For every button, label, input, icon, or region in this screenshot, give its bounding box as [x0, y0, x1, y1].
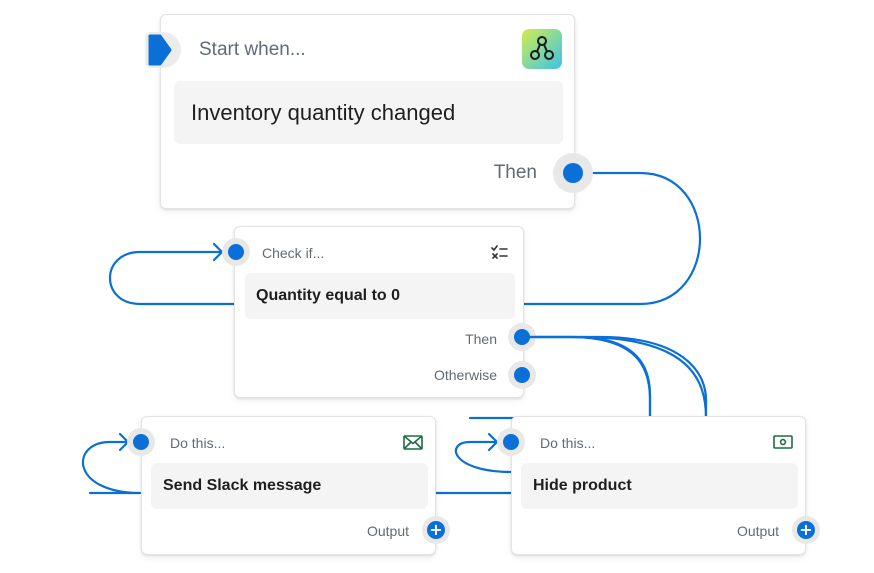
- hide-action-card[interactable]: Do this... Hide product Output: [511, 416, 806, 555]
- trigger-then-port[interactable]: [563, 163, 583, 183]
- hide-input-port[interactable]: [503, 434, 519, 450]
- hide-output-label: Output: [736, 523, 779, 539]
- checklist-icon[interactable]: [491, 244, 509, 260]
- slack-action-card[interactable]: Do this... Send Slack message Output: [141, 416, 436, 555]
- trigger-then-label: Then: [493, 162, 537, 183]
- slack-add-output-button[interactable]: +: [427, 521, 445, 539]
- hide-header: Do this...: [540, 435, 596, 451]
- flow-app-icon[interactable]: [522, 29, 562, 69]
- condition-value-text: Quantity equal to 0: [256, 287, 401, 304]
- slack-value[interactable]: Send Slack message: [151, 463, 428, 509]
- trigger-header: Start when...: [199, 39, 306, 60]
- slack-output-label: Output: [366, 523, 409, 539]
- condition-otherwise-label: Otherwise: [433, 367, 497, 383]
- slack-input-port[interactable]: [133, 434, 149, 450]
- condition-then-label: Then: [465, 331, 497, 347]
- trigger-input-port[interactable]: [148, 34, 174, 66]
- hide-value-text: Hide product: [533, 477, 632, 494]
- arrowhead-condition: [212, 242, 224, 262]
- trigger-value[interactable]: Inventory quantity changed: [174, 81, 563, 144]
- condition-then-port[interactable]: [514, 329, 530, 345]
- hide-add-output-button[interactable]: +: [797, 521, 815, 539]
- condition-input-port[interactable]: [228, 244, 244, 260]
- slack-value-text: Send Slack message: [163, 477, 322, 494]
- envelope-icon[interactable]: [403, 435, 423, 450]
- trigger-card[interactable]: Start when... Inventory quantity changed…: [160, 14, 575, 209]
- hide-value[interactable]: Hide product: [521, 463, 798, 509]
- condition-value[interactable]: Quantity equal to 0: [245, 273, 515, 319]
- arrowhead-hide: [487, 432, 499, 452]
- trigger-value-text: Inventory quantity changed: [191, 99, 456, 125]
- condition-header: Check if...: [262, 245, 325, 261]
- money-icon[interactable]: [773, 435, 793, 449]
- condition-otherwise-port[interactable]: [514, 367, 530, 383]
- condition-card[interactable]: Check if... Quantity equal to 0 Then Oth…: [234, 226, 524, 398]
- slack-header: Do this...: [170, 435, 226, 451]
